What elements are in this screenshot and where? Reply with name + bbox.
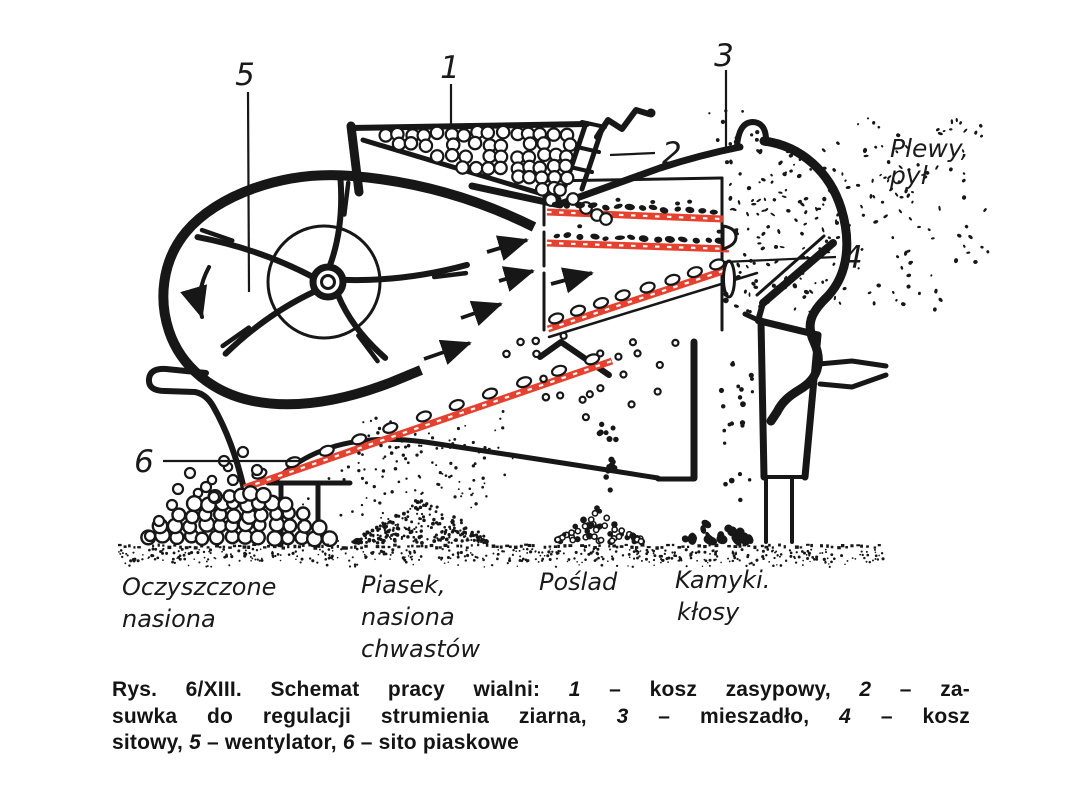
bucket-left-wall (757, 317, 768, 481)
caption-text: – sito piaskowe (354, 731, 519, 754)
caption-num: 5 (189, 731, 201, 754)
label-oczyszczone: Oczyszczone (122, 573, 276, 601)
bucket-right-wall (801, 331, 822, 481)
airflow-arrow (460, 300, 503, 326)
callout-1: 1 (440, 50, 460, 86)
agitator-mount-hump (734, 119, 770, 149)
caption-line-2: suwka do regulacji strumienia ziarna, 3 … (112, 704, 970, 731)
outlet-inner-wall-thin (755, 234, 826, 297)
fan-axle-inner (320, 274, 336, 290)
caption-num: 4 (839, 704, 852, 728)
sieve-outlet-capsule (722, 259, 736, 299)
crank-handle (594, 107, 652, 140)
caption-text: – kosz (851, 704, 971, 728)
caption-line-3: sitowy, 5 – wentylator, 6 – sito piaskow… (112, 730, 970, 757)
figure-caption: Rys. 6/XIII. Schemat pracy wialni: 1 – k… (112, 677, 970, 757)
caption-num: 2 (859, 678, 872, 701)
caption-num: 6 (342, 731, 355, 754)
caption-num: 3 (616, 704, 629, 728)
caption-text: Rys. 6/XIII. Schemat pracy wialni: (112, 678, 569, 701)
label-chwastow: chwastów (361, 635, 480, 663)
leader-4 (723, 255, 837, 264)
caption-text: – za- (871, 678, 970, 701)
caption-text: sitowy, (112, 731, 190, 754)
hopper-left-wall (346, 121, 364, 197)
airflow-arrow (423, 339, 472, 365)
sieve-outlets (721, 224, 738, 299)
upper-lip (556, 143, 744, 208)
rotation-arrow (180, 265, 211, 319)
callout-4: 4 (843, 240, 863, 276)
label-plewy-line1: Plewy, (890, 134, 969, 163)
sieve-1-perforation (546, 210, 724, 221)
caption-num: 1 (568, 678, 581, 701)
airflow-arrow (486, 235, 529, 261)
sieve-3-perforation (547, 267, 730, 331)
label-nasiona-1: nasiona (122, 605, 216, 633)
label-kamyki: Kamyki. (675, 566, 770, 594)
bucket-top (756, 317, 822, 339)
sieve-2 (546, 239, 730, 253)
push-handle-bottom (817, 372, 889, 390)
hopper-top-edge (347, 121, 590, 131)
airflow-arrows (423, 235, 594, 365)
callout-5: 5 (235, 57, 255, 93)
gate-tick-1 (575, 145, 601, 154)
push-handle-top (816, 358, 889, 369)
figure-labels: 5 1 3 2 4 6 Plewy, pył Oczyszczone nasio… (122, 38, 969, 663)
caption-text: suwka do regulacji strumienia ziarna, (112, 704, 617, 728)
sand-sieve-6-perforation (243, 359, 613, 490)
left-hook-handle (145, 365, 247, 492)
caption-text: – kosz zasypowy, (580, 678, 860, 701)
fan-housing-scroll (158, 170, 537, 410)
callout-3: 3 (714, 38, 734, 74)
caption-text: – wentylator, (200, 731, 343, 754)
crank-knob (646, 108, 656, 118)
grain-and-dust-decoration (118, 109, 990, 568)
leader-5 (246, 91, 251, 293)
leader-2 (609, 151, 656, 157)
label-plewy-line2: pył (889, 161, 929, 190)
gate-tick-2 (568, 165, 594, 174)
airflow-arrow (550, 267, 594, 294)
label-poslad: Poślad (539, 568, 618, 596)
label-klosy: kłosy (677, 598, 740, 626)
callout-2: 2 (662, 136, 682, 172)
label-piasek: Piasek, (361, 571, 446, 599)
sieves-red (242, 208, 731, 492)
caption-text: – mieszadło, (628, 704, 840, 728)
callout-6: 6 (134, 444, 154, 480)
outlet-s-curve (759, 136, 852, 426)
fan-blades (194, 176, 470, 364)
sieve-outlet-d (721, 224, 738, 252)
label-nasiona-2: nasiona (361, 603, 455, 631)
caption-line-1: Rys. 6/XIII. Schemat pracy wialni: 1 – k… (112, 677, 970, 704)
airflow-arrow (498, 266, 535, 292)
outlet-inner-wall (759, 239, 837, 307)
